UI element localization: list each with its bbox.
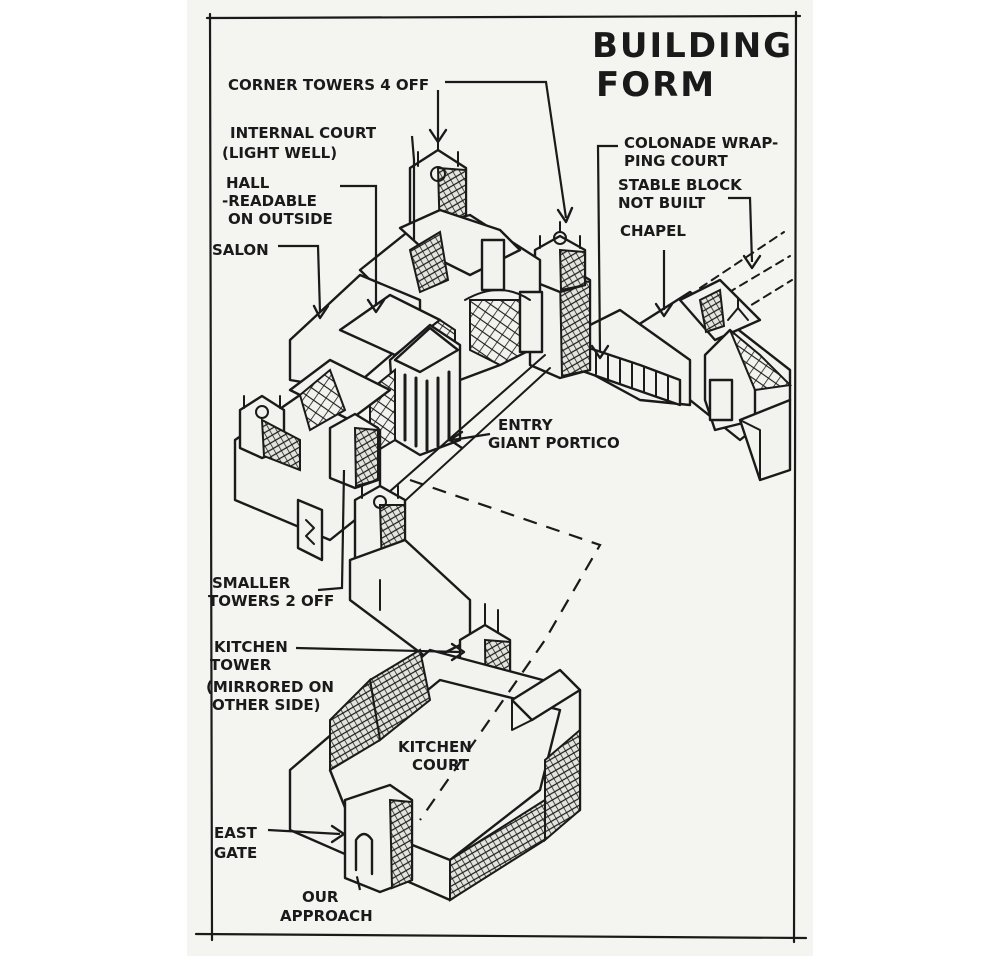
label-hall-3: ON OUTSIDE	[228, 210, 333, 228]
label-smaller-towers-1: SMALLER	[212, 574, 291, 592]
label-east-gate-2: GATE	[214, 844, 257, 862]
label-kitchen-court-1: KITCHEN	[398, 738, 472, 756]
label-internal-court-2: (LIGHT WELL)	[222, 144, 337, 162]
label-approach-2: APPROACH	[280, 907, 373, 925]
label-kitchen-tower-2: TOWER	[210, 656, 272, 674]
label-hall-2: -READABLE	[222, 192, 317, 210]
chapel-wing	[628, 278, 793, 482]
east-gate	[343, 783, 414, 894]
label-kitchen-tower-3: (MIRRORED ON	[206, 678, 334, 696]
right-corner-tower	[528, 221, 592, 380]
label-kitchen-tower-4: OTHER SIDE)	[212, 696, 321, 714]
leader-lines	[267, 80, 762, 844]
label-hall-1: HALL	[226, 174, 270, 192]
label-internal-court-1: INTERNAL COURT	[230, 124, 377, 142]
label-smaller-towers-2: TOWERS 2 OFF	[208, 592, 334, 610]
label-stable-2: NOT BUILT	[618, 194, 706, 212]
labels: BUILDING FORM CORNER TOWERS 4 OFF INTERN…	[206, 26, 793, 925]
label-east-gate-1: EAST	[214, 824, 258, 842]
label-entry-1: ENTRY	[498, 416, 554, 434]
main-house	[358, 208, 544, 382]
sketch-frame	[194, 10, 808, 944]
label-stable-1: STABLE BLOCK	[618, 176, 743, 194]
label-colonade-2: PING COURT	[624, 152, 728, 170]
approach-path	[353, 478, 602, 891]
court-outline	[379, 354, 551, 511]
label-kitchen-tower-1: KITCHEN	[214, 638, 288, 656]
label-chapel: CHAPEL	[620, 222, 686, 240]
label-kitchen-court-2: COURT	[412, 756, 470, 774]
label-salon: SALON	[212, 241, 269, 259]
title-line-1: BUILDING	[592, 26, 793, 66]
building-drawing	[233, 137, 793, 902]
label-approach-1: OUR	[302, 888, 339, 906]
label-corner-towers: CORNER TOWERS 4 OFF	[228, 76, 429, 94]
title-line-2: FORM	[596, 65, 716, 105]
label-entry-2: GIANT PORTICO	[488, 434, 620, 452]
label-colonade-1: COLONADE WRAP-	[624, 134, 778, 152]
